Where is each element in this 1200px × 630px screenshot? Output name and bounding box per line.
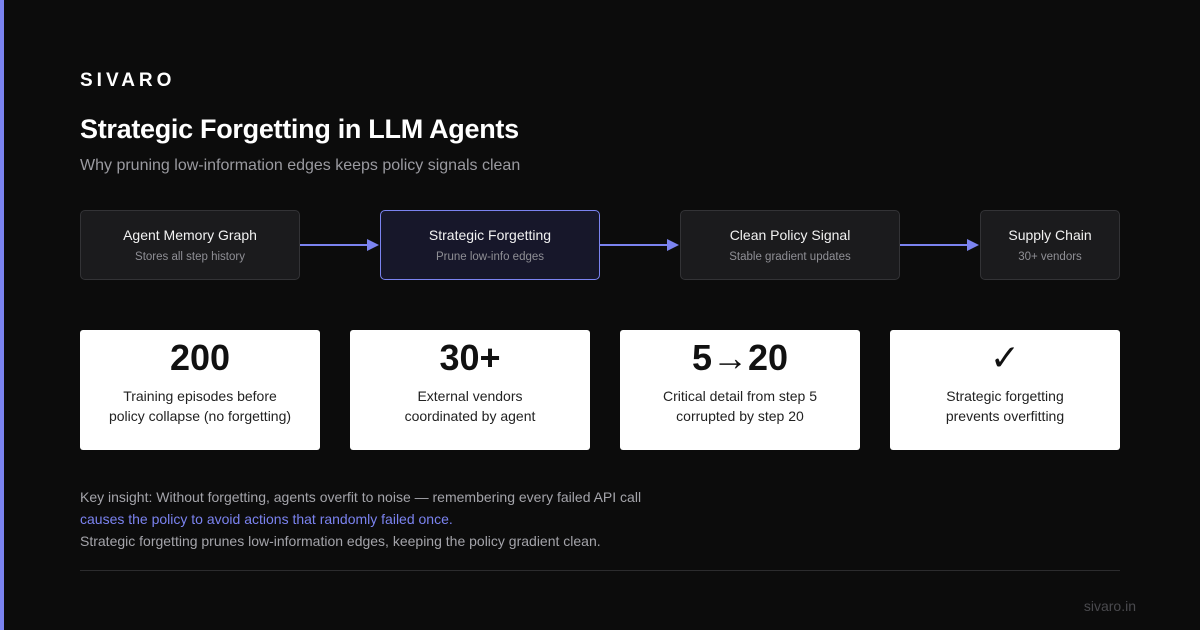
stat-value: 30+ <box>439 337 501 378</box>
flow-node-title: Clean Policy Signal <box>729 227 851 243</box>
stat-label: Critical detail from step 5 corrupted by… <box>663 386 817 426</box>
arrow-1 <box>300 239 379 251</box>
insight-line: Strategic forgetting prunes low-informat… <box>80 533 601 549</box>
stat-value: 5→20 <box>691 337 789 378</box>
stat-label: Training episodes before policy collapse… <box>109 386 291 426</box>
flow-node-title: Agent Memory Graph <box>123 227 257 243</box>
key-insight: Key insight: Without forgetting, agents … <box>80 486 641 552</box>
arrow-2 <box>600 239 679 251</box>
flow-node-subtitle: Stable gradient updates <box>729 251 851 263</box>
divider <box>80 570 1120 571</box>
stat-card-step-corruption: 5→20 Critical detail from step 5 corrupt… <box>620 330 860 450</box>
checkmark-icon: ✓ <box>989 337 1021 378</box>
stat-label-line: corrupted by step 20 <box>676 408 804 424</box>
accent-bar <box>0 0 4 630</box>
page-title: Strategic Forgetting in LLM Agents <box>80 114 519 144</box>
flow-node-clean-policy-signal: Clean Policy Signal Stable gradient upda… <box>680 210 900 280</box>
stat-label-line: Critical detail from step 5 <box>662 388 818 404</box>
insight-line: Key insight: Without forgetting, agents … <box>80 489 642 505</box>
stat-label: External vendors coordinated by agent <box>405 386 536 426</box>
stat-label-line: policy collapse (no forgetting) <box>108 408 292 424</box>
stat-label: Strategic forgetting prevents overfittin… <box>946 386 1064 426</box>
footer-url: sivaro.in <box>1083 598 1136 614</box>
flow-node-supply-chain: Supply Chain 30+ vendors <box>980 210 1120 280</box>
flow-node-subtitle: 30+ vendors <box>1018 251 1082 263</box>
stat-card-episodes: 200 Training episodes before policy coll… <box>80 330 320 450</box>
stat-card-vendors: 30+ External vendors coordinated by agen… <box>350 330 590 450</box>
flow-node-subtitle: Prune low-info edges <box>435 251 545 263</box>
brand-logo: SIVARO <box>80 70 176 91</box>
flow-node-strategic-forgetting: Strategic Forgetting Prune low-info edge… <box>380 210 600 280</box>
flow-node-subtitle: Stores all step history <box>135 251 245 263</box>
stat-label-line: prevents overfitting <box>945 408 1065 424</box>
stat-label-line: External vendors <box>417 388 523 404</box>
stat-value: 200 <box>169 337 231 378</box>
stat-card-prevents-overfitting: ✓ Strategic forgetting prevents overfitt… <box>890 330 1120 450</box>
page-subtitle: Why pruning low-information edges keeps … <box>80 157 521 174</box>
insight-line-highlight: causes the policy to avoid actions that … <box>80 511 453 527</box>
arrow-3 <box>900 239 979 251</box>
stat-label-line: coordinated by agent <box>404 408 536 424</box>
flow-node-agent-memory-graph: Agent Memory Graph Stores all step histo… <box>80 210 300 280</box>
stat-label-line: Strategic forgetting <box>946 388 1064 404</box>
flow-node-title: Supply Chain <box>1008 227 1092 243</box>
flow-node-title: Strategic Forgetting <box>428 227 552 243</box>
stat-label-line: Training episodes before <box>123 388 277 404</box>
